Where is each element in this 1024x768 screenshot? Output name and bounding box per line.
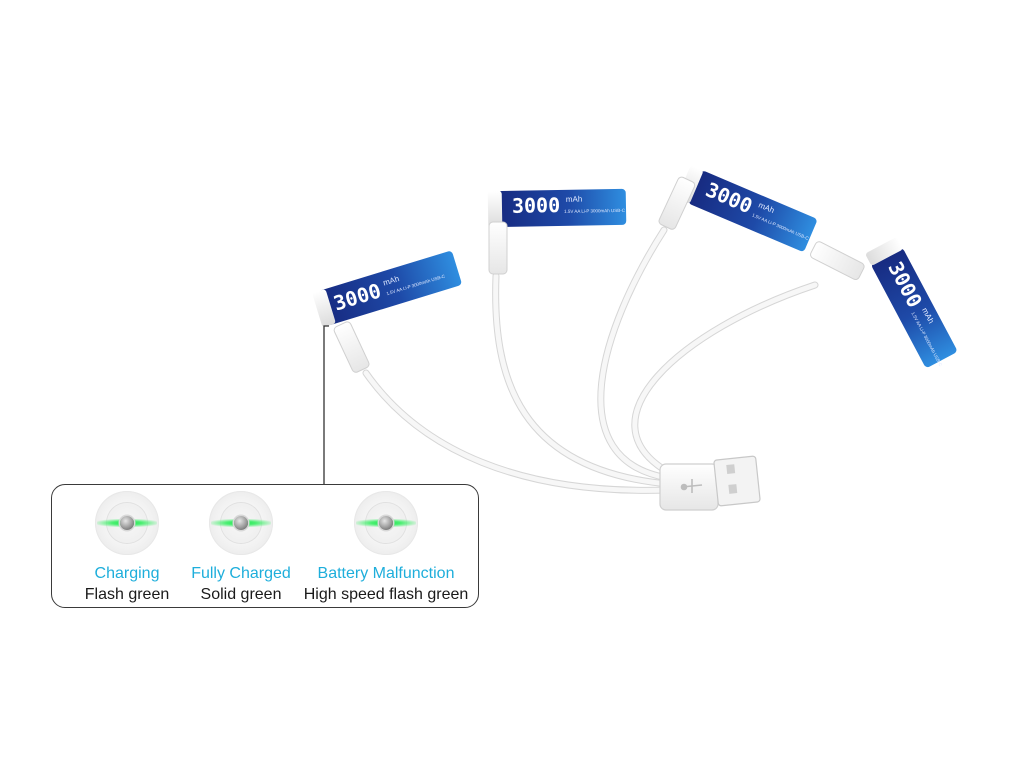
battery-4: 3000 mAh 1.5V AA Li-P 3000mAh USB-C [866,237,957,368]
state-name: Battery Malfunction [317,565,455,582]
callout-line [323,325,329,484]
cable-3 [598,227,671,481]
led-indicator-icon [209,491,273,555]
state-charging: Charging Flash green [52,491,202,605]
usb-a-connector [659,455,761,511]
cables [362,226,819,494]
led-indicator-icon [95,491,159,555]
state-description: Solid green [200,586,282,603]
state-name: Fully Charged [191,565,291,582]
cable-1 [363,370,671,493]
led-indicator-icon [354,491,418,555]
state-description: Flash green [84,586,170,603]
usb-c-plug-4 [810,241,865,281]
battery-3: 3000 mAh 1.5V AA Li-P 3000mAh USB-C [677,166,817,252]
state-description: High speed flash green [303,586,469,603]
state-battery-malfunction: Battery Malfunction High speed flash gre… [298,491,474,605]
battery-unit: mAh [566,195,583,204]
usb-c-plug-2 [488,221,508,275]
battery-capacity: 3000 [512,193,561,218]
state-name: Charging [94,565,160,582]
usb-c-plug-3 [658,176,696,230]
cable-4 [632,282,818,475]
indicator-legend: Charging Flash green Fully Charged Solid… [51,484,479,608]
usb-icon [680,479,703,493]
usb-c-plug-1 [333,321,370,373]
battery-2: 3000 mAh 1.5V AA Li-P 3000mAh USB-C [487,188,627,228]
battery-1: 3000 mAh 1.5V AA Li-P 3000mAh USB-C [312,251,462,327]
battery-spec: 1.5V AA Li-P 3000mAh USB-C [564,208,626,214]
cable-2 [493,273,671,487]
state-fully-charged: Fully Charged Solid green [166,491,316,605]
